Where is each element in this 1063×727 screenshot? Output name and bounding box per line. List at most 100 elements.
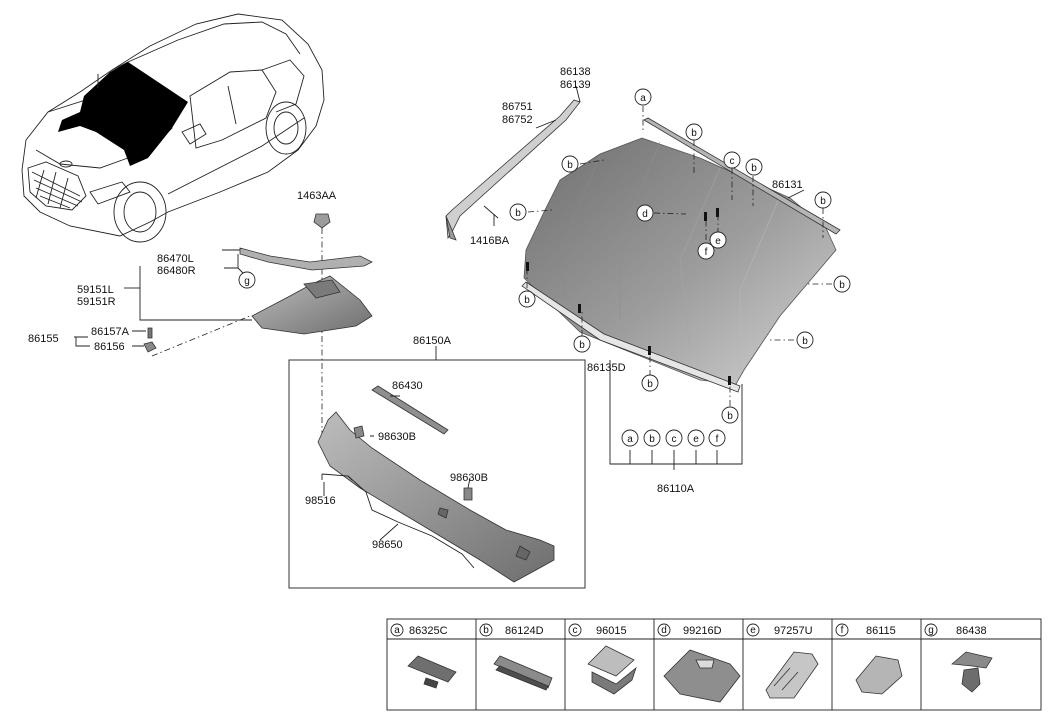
svg-text:d: d — [661, 625, 667, 636]
legend-part-d-image — [663, 649, 741, 703]
label-98650: 98650 — [372, 539, 403, 551]
label-86131: 86131 — [772, 179, 803, 191]
label-86110A: 86110A — [657, 483, 695, 495]
callout-b: b — [641, 374, 659, 392]
legend-header-e: e 97257U — [746, 623, 813, 637]
label-86155: 86155 — [28, 333, 59, 345]
svg-text:99216D: 99216D — [683, 625, 722, 637]
legend-header-b: b 86124D — [479, 623, 544, 637]
callout-c: c — [723, 151, 741, 169]
label-86156: 86156 — [94, 341, 125, 353]
callout-f: f — [697, 242, 715, 260]
label-86157A: 86157A — [91, 326, 130, 338]
svg-text:86438: 86438 — [956, 625, 987, 637]
svg-text:a: a — [640, 93, 646, 104]
label-86751: 86751 — [502, 101, 533, 113]
svg-text:97257U: 97257U — [774, 625, 813, 637]
label-86135D: 86135D — [587, 362, 626, 374]
svg-text:g: g — [244, 276, 250, 287]
cowl-side-parts — [74, 213, 373, 440]
callout-b: b — [518, 290, 536, 308]
legend-part-f-image — [855, 655, 903, 695]
svg-text:b: b — [647, 379, 653, 390]
svg-text:a: a — [394, 625, 400, 636]
callout-b: b — [833, 275, 851, 293]
svg-text:a: a — [627, 434, 633, 445]
svg-text:b: b — [820, 196, 826, 207]
legend-part-g-image — [951, 651, 993, 693]
svg-text:b: b — [579, 340, 585, 351]
callout-f-row: f — [708, 429, 726, 447]
label-98630B-lower: 98630B — [450, 472, 488, 484]
cowl-panel-assembly-box — [288, 346, 586, 589]
callout-e: e — [709, 231, 727, 249]
legend-part-c-image — [587, 645, 637, 695]
label-86430: 86430 — [392, 380, 423, 392]
callout-b: b — [745, 158, 763, 176]
callout-b: b — [685, 123, 703, 141]
svg-text:86124D: 86124D — [505, 625, 544, 637]
callout-b: b — [796, 331, 814, 349]
svg-text:f: f — [841, 625, 844, 636]
svg-text:b: b — [839, 280, 845, 291]
callout-circles: a b c b b b b d e f b b b b b b g a b c … — [238, 88, 851, 447]
callout-b: b — [814, 191, 832, 209]
label-1463AA: 1463AA — [297, 190, 337, 202]
label-98516: 98516 — [305, 495, 336, 507]
svg-text:d: d — [642, 209, 648, 220]
svg-text:86325C: 86325C — [409, 625, 448, 637]
callout-a-row: a — [621, 429, 639, 447]
svg-text:e: e — [750, 625, 756, 636]
svg-text:b: b — [483, 625, 489, 636]
svg-text:f: f — [705, 247, 708, 258]
svg-text:c: c — [730, 156, 735, 167]
legend-part-e-image — [765, 651, 819, 699]
label-86752: 86752 — [502, 114, 533, 126]
windshield-glass — [445, 99, 841, 393]
svg-text:b: b — [524, 295, 530, 306]
part-number-labels: 86138 86139 86751 86752 1416BA 86131 146… — [28, 66, 803, 551]
svg-text:g: g — [928, 625, 934, 636]
svg-text:b: b — [567, 160, 573, 171]
callout-b: b — [561, 155, 579, 173]
legend-header-a: a 86325C — [390, 623, 448, 637]
svg-text:e: e — [693, 434, 699, 445]
label-1416BA: 1416BA — [470, 235, 510, 247]
windshield-leaders — [493, 85, 832, 470]
callout-b: b — [573, 335, 591, 353]
label-98630B-upper: 98630B — [378, 431, 416, 443]
svg-text:86115: 86115 — [866, 625, 896, 637]
legend-part-a-image — [407, 655, 457, 689]
callout-a-top: a — [634, 88, 652, 106]
legend-part-b-image — [493, 655, 553, 691]
svg-text:b: b — [515, 208, 521, 219]
svg-text:96015: 96015 — [596, 625, 627, 637]
svg-text:b: b — [727, 411, 733, 422]
svg-text:e: e — [715, 236, 721, 247]
svg-text:b: b — [751, 163, 757, 174]
legend-header-f: f 86115 — [835, 623, 896, 637]
legend-header-d: d 99216D — [657, 623, 722, 637]
callout-g: g — [238, 271, 256, 289]
label-86470L: 86470L — [157, 253, 194, 265]
callout-c-row: c — [665, 429, 683, 447]
label-86138: 86138 — [560, 66, 591, 78]
svg-text:b: b — [649, 434, 655, 445]
callout-b-row: b — [643, 429, 661, 447]
label-59151R: 59151R — [77, 296, 116, 308]
svg-text:b: b — [802, 336, 808, 347]
svg-text:b: b — [691, 128, 697, 139]
windshield-highlight — [58, 62, 188, 166]
callout-e-row: e — [687, 429, 705, 447]
svg-text:c: c — [672, 434, 677, 445]
vehicle-illustration — [21, 13, 325, 243]
callout-b: b — [721, 406, 739, 424]
callout-d: d — [636, 204, 654, 222]
label-86139: 86139 — [560, 79, 591, 91]
svg-text:f: f — [716, 434, 719, 445]
label-86480R: 86480R — [157, 265, 196, 277]
label-86150A: 86150A — [413, 335, 452, 347]
